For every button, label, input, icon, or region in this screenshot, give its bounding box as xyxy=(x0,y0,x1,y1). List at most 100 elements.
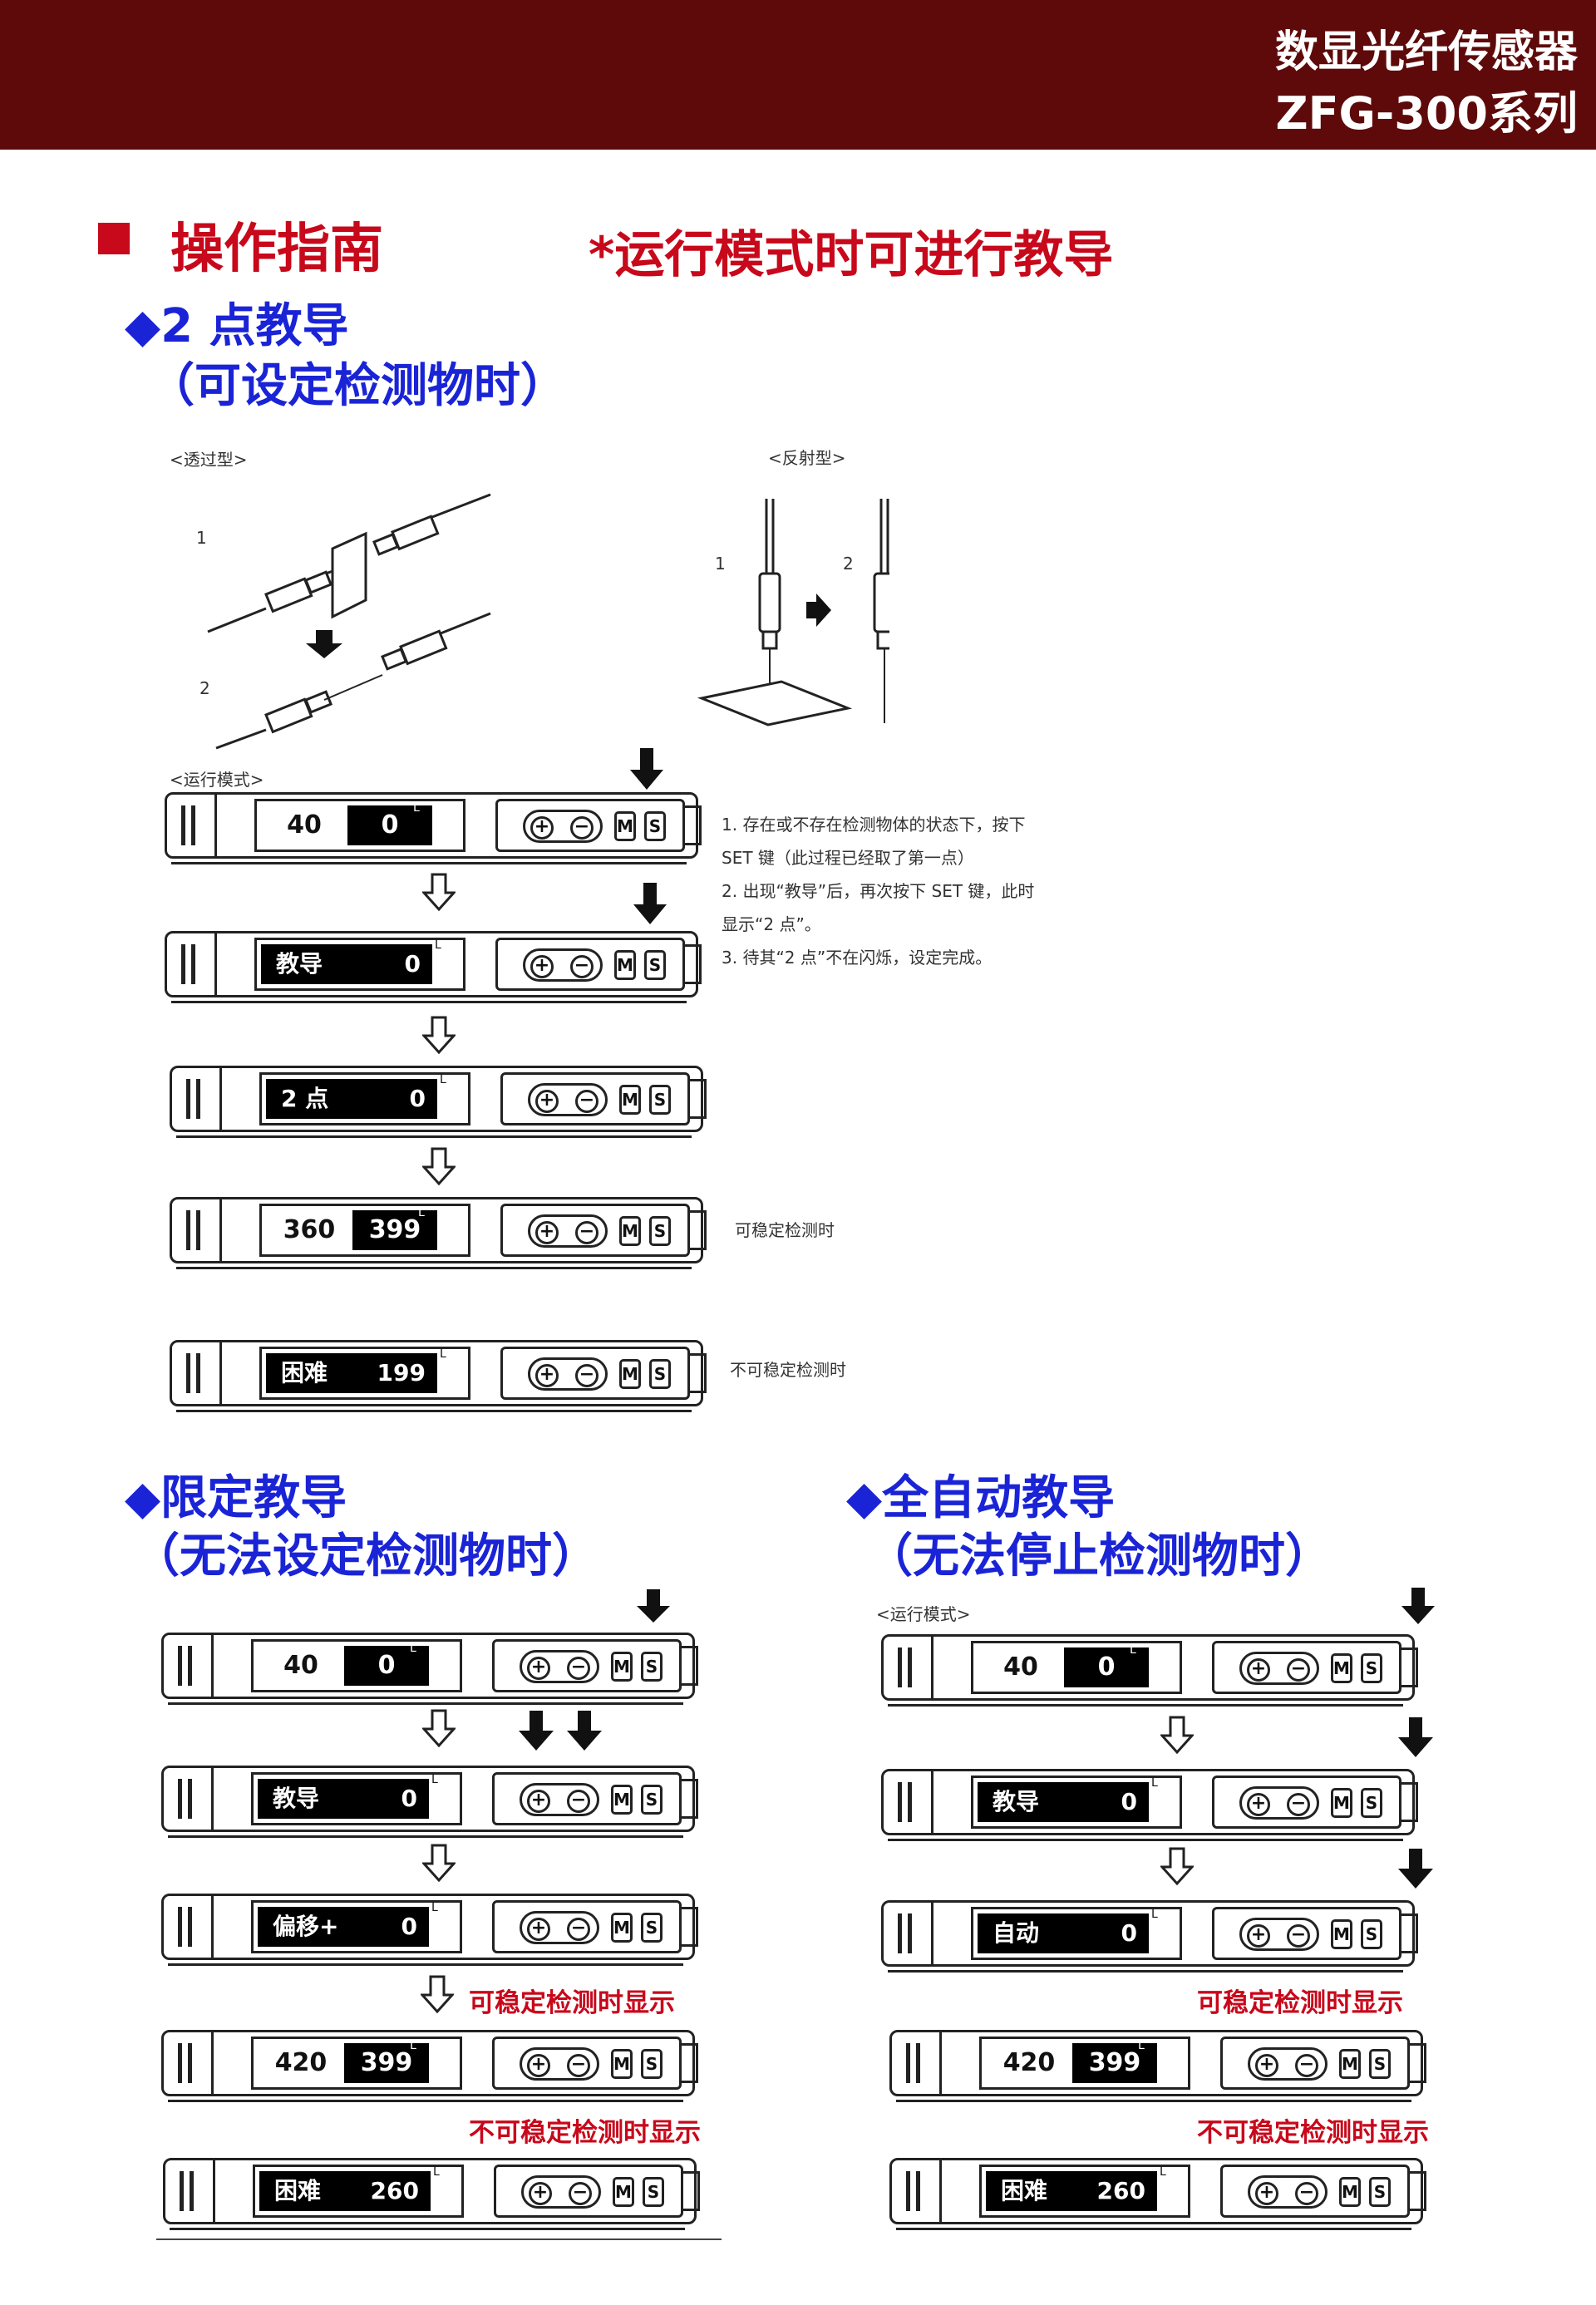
up-down-rocker[interactable]: + − xyxy=(520,2047,599,2081)
set-button[interactable]: S xyxy=(1361,1919,1382,1949)
control-panel: + − M S xyxy=(492,2037,682,2090)
minus-button[interactable]: − xyxy=(1295,2182,1318,2205)
mode-button[interactable]: M xyxy=(1339,2049,1361,2079)
mode-button[interactable]: M xyxy=(611,1785,633,1815)
stable-display-label: 可稳定检测时显示 xyxy=(469,1988,675,2018)
mode-button[interactable]: M xyxy=(614,950,636,980)
set-button[interactable]: S xyxy=(641,1913,663,1943)
plus-button[interactable]: + xyxy=(530,955,554,978)
minus-button[interactable]: − xyxy=(575,1221,598,1244)
mode-button[interactable]: M xyxy=(619,1359,641,1389)
plus-button[interactable]: + xyxy=(529,2182,552,2205)
instruction-line: 3. 待其“2 点”不在闪烁，设定完成。 xyxy=(722,948,993,968)
set-button[interactable]: S xyxy=(1361,1788,1382,1818)
next-step-arrow-icon xyxy=(421,1975,454,2013)
up-down-rocker[interactable]: + − xyxy=(528,1357,608,1391)
up-down-rocker[interactable]: + − xyxy=(523,948,603,982)
grip-icon xyxy=(181,1210,206,1250)
mode-button[interactable]: M xyxy=(614,811,636,841)
set-button[interactable]: S xyxy=(1369,2049,1391,2079)
mode-button[interactable]: M xyxy=(611,1913,633,1943)
press-arrow-icon xyxy=(633,883,667,924)
set-button[interactable]: S xyxy=(641,1652,663,1682)
minus-button[interactable]: − xyxy=(567,1790,590,1813)
sensor-device: 40 0 L + − M S xyxy=(161,1628,702,1706)
plus-button[interactable]: + xyxy=(1247,1658,1270,1682)
mode-button[interactable]: M xyxy=(1331,1919,1352,1949)
plus-button[interactable]: + xyxy=(527,2054,550,2077)
mode-button[interactable]: M xyxy=(619,1216,641,1246)
lcd-display: 40 0 L xyxy=(971,1641,1182,1694)
control-panel: + − M S xyxy=(500,1072,690,1125)
section-title: 操作指南 xyxy=(170,219,383,280)
plus-button[interactable]: + xyxy=(527,1790,550,1813)
sensor-device: 40 0 L + − M S xyxy=(165,787,705,865)
sensor-device: 360 399 L + − M S xyxy=(170,1192,710,1270)
up-down-rocker[interactable]: + − xyxy=(520,1911,599,1944)
plus-button[interactable]: + xyxy=(1247,1924,1270,1948)
mode-button[interactable]: M xyxy=(611,2049,633,2079)
minus-button[interactable]: − xyxy=(1287,1793,1310,1816)
minus-button[interactable]: − xyxy=(575,1364,598,1387)
mode-button[interactable]: M xyxy=(613,2177,634,2207)
plus-button[interactable]: + xyxy=(1255,2182,1278,2205)
plus-button[interactable]: + xyxy=(1247,1793,1270,1816)
minus-button[interactable]: − xyxy=(567,1657,590,1680)
minus-button[interactable]: − xyxy=(570,955,594,978)
set-button[interactable]: S xyxy=(641,2049,663,2079)
minus-button[interactable]: − xyxy=(1295,2054,1318,2077)
minus-button[interactable]: − xyxy=(1287,1658,1310,1682)
header-bar: 数显光纤传感器 ZFG-300系列 xyxy=(0,0,1596,150)
up-down-rocker[interactable]: + − xyxy=(1239,1918,1319,1951)
up-down-rocker[interactable]: + − xyxy=(1248,2047,1328,2081)
up-down-rocker[interactable]: + − xyxy=(1239,1786,1319,1820)
plus-button[interactable]: + xyxy=(527,1918,550,1941)
up-down-rocker[interactable]: + − xyxy=(520,1783,599,1816)
plus-button[interactable]: + xyxy=(535,1090,559,1113)
set-button[interactable]: S xyxy=(649,1216,671,1246)
set-button[interactable]: S xyxy=(649,1359,671,1389)
minus-button[interactable]: − xyxy=(570,816,594,840)
up-down-rocker[interactable]: + − xyxy=(528,1214,608,1248)
control-panel: + − M S xyxy=(1212,1641,1401,1694)
set-button[interactable]: S xyxy=(641,1785,663,1815)
mode-button[interactable]: M xyxy=(1331,1788,1352,1818)
plus-button[interactable]: + xyxy=(535,1221,559,1244)
up-down-rocker[interactable]: + − xyxy=(1248,2175,1328,2209)
set-button[interactable]: S xyxy=(1361,1653,1382,1683)
minus-button[interactable]: − xyxy=(569,2182,592,2205)
set-button[interactable]: S xyxy=(643,2177,664,2207)
current-value: 0 xyxy=(401,1913,417,1940)
set-button[interactable]: S xyxy=(649,1085,671,1115)
minus-button[interactable]: − xyxy=(567,2054,590,2077)
up-down-rocker[interactable]: + − xyxy=(520,1650,599,1683)
plus-button[interactable]: + xyxy=(1255,2054,1278,2077)
next-step-arrow-icon xyxy=(422,1709,456,1747)
auto-heading: ◆全自动教导 xyxy=(846,1471,1116,1525)
up-down-rocker[interactable]: + − xyxy=(1239,1652,1319,1685)
plus-button[interactable]: + xyxy=(530,816,554,840)
minus-button[interactable]: − xyxy=(1287,1924,1310,1948)
plus-button[interactable]: + xyxy=(535,1364,559,1387)
auto-stable-display-label: 可稳定检测时显示 xyxy=(1197,1988,1403,2018)
set-button[interactable]: S xyxy=(644,950,666,980)
set-button[interactable]: S xyxy=(1369,2177,1391,2207)
control-panel: + − M S xyxy=(1220,2165,1410,2218)
mode-button[interactable]: M xyxy=(1339,2177,1361,2207)
set-button[interactable]: S xyxy=(644,811,666,841)
minus-button[interactable]: − xyxy=(575,1090,598,1113)
unstable-display-label: 不可稳定检测时显示 xyxy=(469,2118,701,2148)
plus-button[interactable]: + xyxy=(527,1657,550,1680)
mode-button[interactable]: M xyxy=(619,1085,641,1115)
mode-button[interactable]: M xyxy=(611,1652,633,1682)
current-value: 399 xyxy=(344,2043,429,2083)
current-value: 399 xyxy=(352,1210,437,1250)
minus-button[interactable]: − xyxy=(567,1918,590,1941)
up-down-rocker[interactable]: + − xyxy=(521,2175,601,2209)
mode-button[interactable]: M xyxy=(1331,1653,1352,1683)
up-down-rocker[interactable]: + − xyxy=(523,810,603,843)
reflect-type-label: <反射型> xyxy=(768,448,846,468)
up-down-rocker[interactable]: + − xyxy=(528,1083,608,1116)
